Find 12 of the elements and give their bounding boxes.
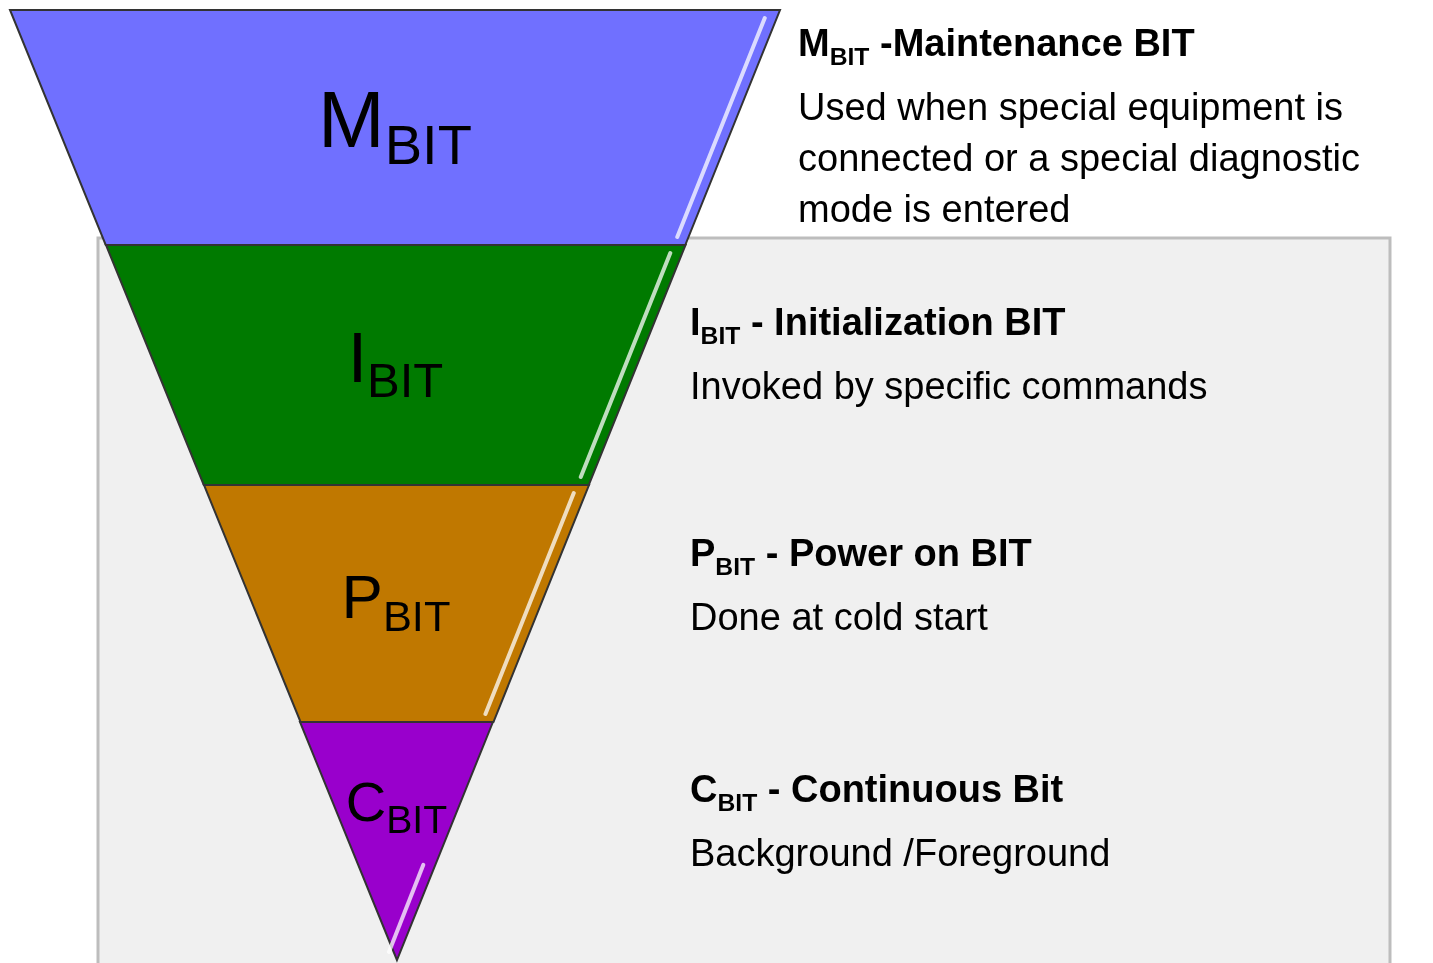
description-text: Done at cold start (690, 594, 989, 640)
description-text: Invoked by specific commands (690, 363, 1209, 409)
tier-label: C$_{BIT}$ (344, 774, 449, 840)
description-heading: I$_{BIT}$ - Initialization BIT (690, 300, 1067, 351)
tier-label: P$_{BIT}$ (340, 566, 452, 639)
tier-label: M$_{BIT}$ (317, 79, 473, 173)
description-heading: M$_{BIT}$ -Maintenance BIT (798, 21, 1196, 72)
tier-label: I$_{BIT}$ (346, 323, 445, 405)
description-heading: P$_{BIT}$ - Power on BIT (690, 531, 1033, 582)
description-heading: C$_{BIT}$ - Continuous Bit (690, 767, 1065, 818)
description-text: Background /Foreground (690, 830, 1112, 876)
description-text: Used when special equipment is connected or a special diagnostic mode is entered (798, 84, 1361, 232)
